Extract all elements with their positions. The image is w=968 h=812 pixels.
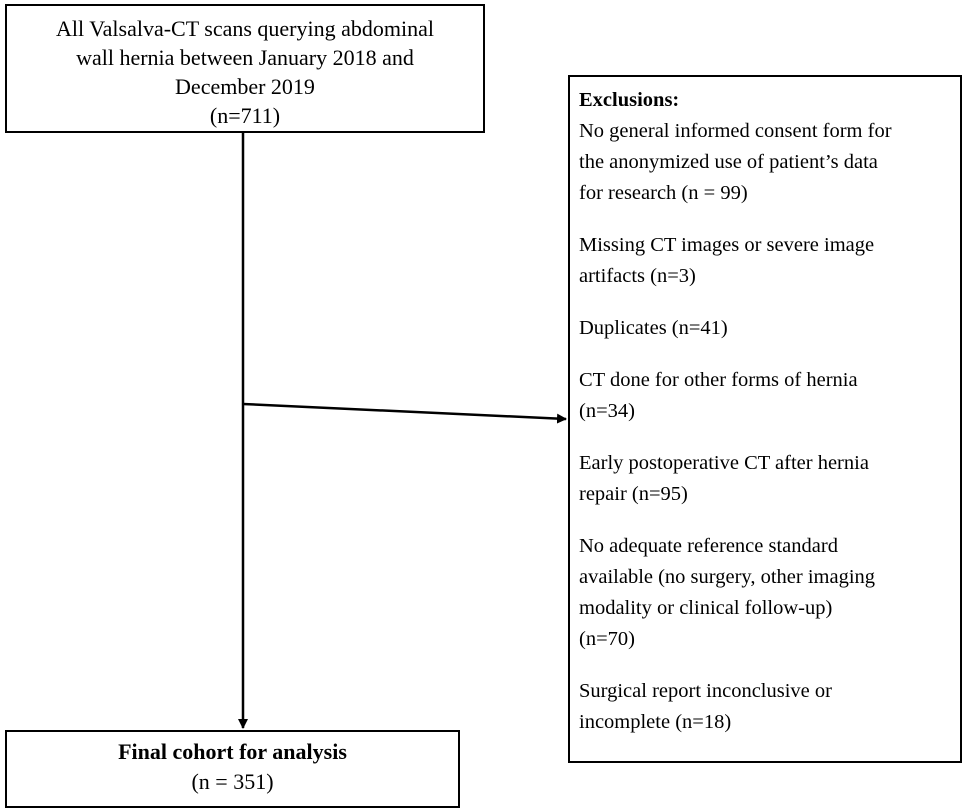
exclusion-line: (n=70) [579, 628, 635, 650]
exclusion-line: Duplicates (n=41) [579, 317, 728, 339]
source-population-box: All Valsalva-CT scans querying abdominal… [5, 4, 485, 133]
exclusion-line: artifacts (n=3) [579, 265, 696, 287]
exclusion-line: Early postoperative CT after hernia [579, 452, 869, 474]
exclusion-line: Surgical report inconclusive or [579, 680, 832, 702]
exclusion-line: repair (n=95) [579, 483, 688, 505]
source-line-3: December 2019 [175, 74, 315, 99]
source-line-1: All Valsalva-CT scans querying abdominal [55, 16, 434, 41]
exclusion-item-missing-images: Missing CT images or severe image artifa… [579, 230, 956, 292]
exclusion-line: Missing CT images or severe image [579, 234, 875, 256]
exclusion-line: modality or clinical follow-up) [579, 597, 833, 619]
exclusions-box: Exclusions: No general informed consent … [568, 75, 962, 763]
source-count: (n=711) [209, 103, 281, 128]
exclusion-arrow [242, 402, 567, 424]
source-line-2: wall hernia between January 2018 and [76, 45, 414, 70]
exclusion-item-postoperative: Early postoperative CT after hernia repa… [579, 448, 956, 510]
exclusion-item-duplicates: Duplicates (n=41) [579, 313, 956, 344]
exclusion-line: available (no surgery, other imaging [579, 566, 876, 588]
exclusion-line: incomplete (n=18) [579, 711, 732, 733]
exclusion-line: the anonymized use of patient’s data [579, 151, 878, 173]
final-cohort-title: Final cohort for analysis [118, 739, 347, 764]
exclusion-item-surgical-report: Surgical report inconclusive or incomple… [579, 676, 956, 738]
final-cohort-box: Final cohort for analysis (n = 351) [5, 730, 460, 808]
exclusion-line: CT done for other forms of hernia [579, 369, 858, 391]
exclusions-title: Exclusions: [579, 89, 680, 111]
exclusion-item-consent: No general informed consent form for the… [579, 116, 956, 209]
exclusion-item-reference-standard: No adequate reference standard available… [579, 531, 956, 655]
final-cohort-count: (n = 351) [191, 769, 274, 794]
exclusion-line: No adequate reference standard [579, 535, 838, 557]
exclusion-item-other-hernia: CT done for other forms of hernia (n=34) [579, 365, 956, 427]
exclusion-line: No general informed consent form for [579, 120, 892, 142]
exclusion-line: (n=34) [579, 400, 635, 422]
exclusion-line: for research (n = 99) [579, 182, 748, 204]
